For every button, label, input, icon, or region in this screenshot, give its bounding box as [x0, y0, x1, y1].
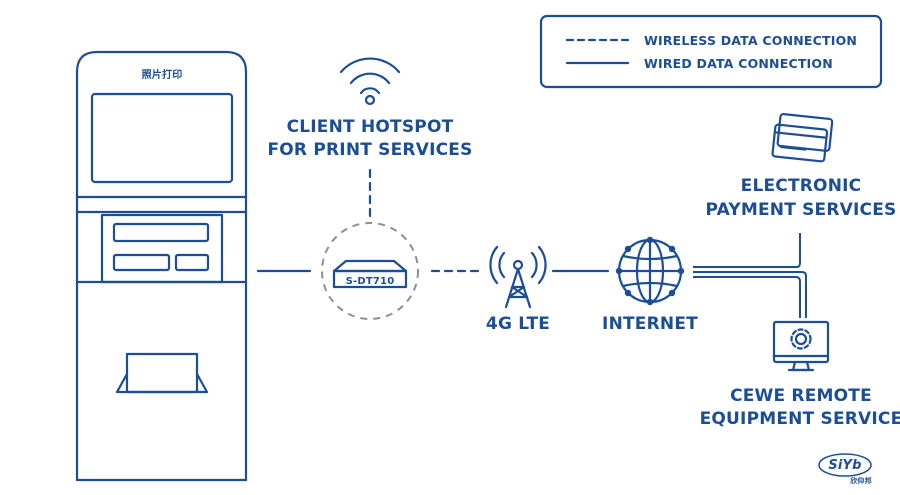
monitor-gear-icon [772, 320, 830, 372]
kiosk-icon: 照片打印 [75, 50, 248, 482]
wifi-icon [339, 57, 401, 106]
kiosk-card-slot [112, 222, 210, 243]
cell-tower-icon [489, 245, 547, 309]
legend-wireless-label: WIRELESS DATA CONNECTION [644, 33, 857, 48]
payment-label-line2: PAYMENT SERVICES [706, 200, 897, 220]
kiosk-header-text: 照片打印 [142, 68, 183, 81]
credit-card-icon [771, 113, 834, 163]
router-icon: S-DT710 [332, 259, 408, 289]
legend-box: WIRELESS DATA CONNECTION WIRED DATA CONN… [539, 14, 883, 89]
globe-icon [615, 236, 685, 306]
kiosk-button-left [112, 253, 171, 272]
wired-branch-internet [693, 233, 807, 318]
lte-label: 4G LTE [486, 314, 550, 334]
brand-logo: SiYb 欣仰邦 [818, 453, 872, 485]
remote-label-line1: CEWE REMOTE [730, 386, 872, 406]
legend-wired-label: WIRED DATA CONNECTION [644, 56, 833, 71]
remote-label-line2: EQUIPMENT SERVICE [700, 409, 900, 429]
kiosk-button-right [174, 253, 210, 272]
hotspot-label-line1: CLIENT HOTSPOT [287, 117, 454, 137]
kiosk-screen [90, 92, 234, 184]
hotspot-label-line2: FOR PRINT SERVICES [267, 140, 472, 160]
kiosk-photo-tray [115, 352, 209, 394]
payment-label-line1: ELECTRONIC [741, 176, 862, 196]
router-model-label: S-DT710 [346, 276, 395, 287]
logo-sub-text: 欣仰邦 [850, 476, 872, 485]
kiosk-keypad-panel [100, 213, 224, 284]
router-circle [321, 222, 419, 320]
logo-brand-text: SiYb [828, 458, 861, 473]
internet-label: INTERNET [602, 314, 698, 334]
